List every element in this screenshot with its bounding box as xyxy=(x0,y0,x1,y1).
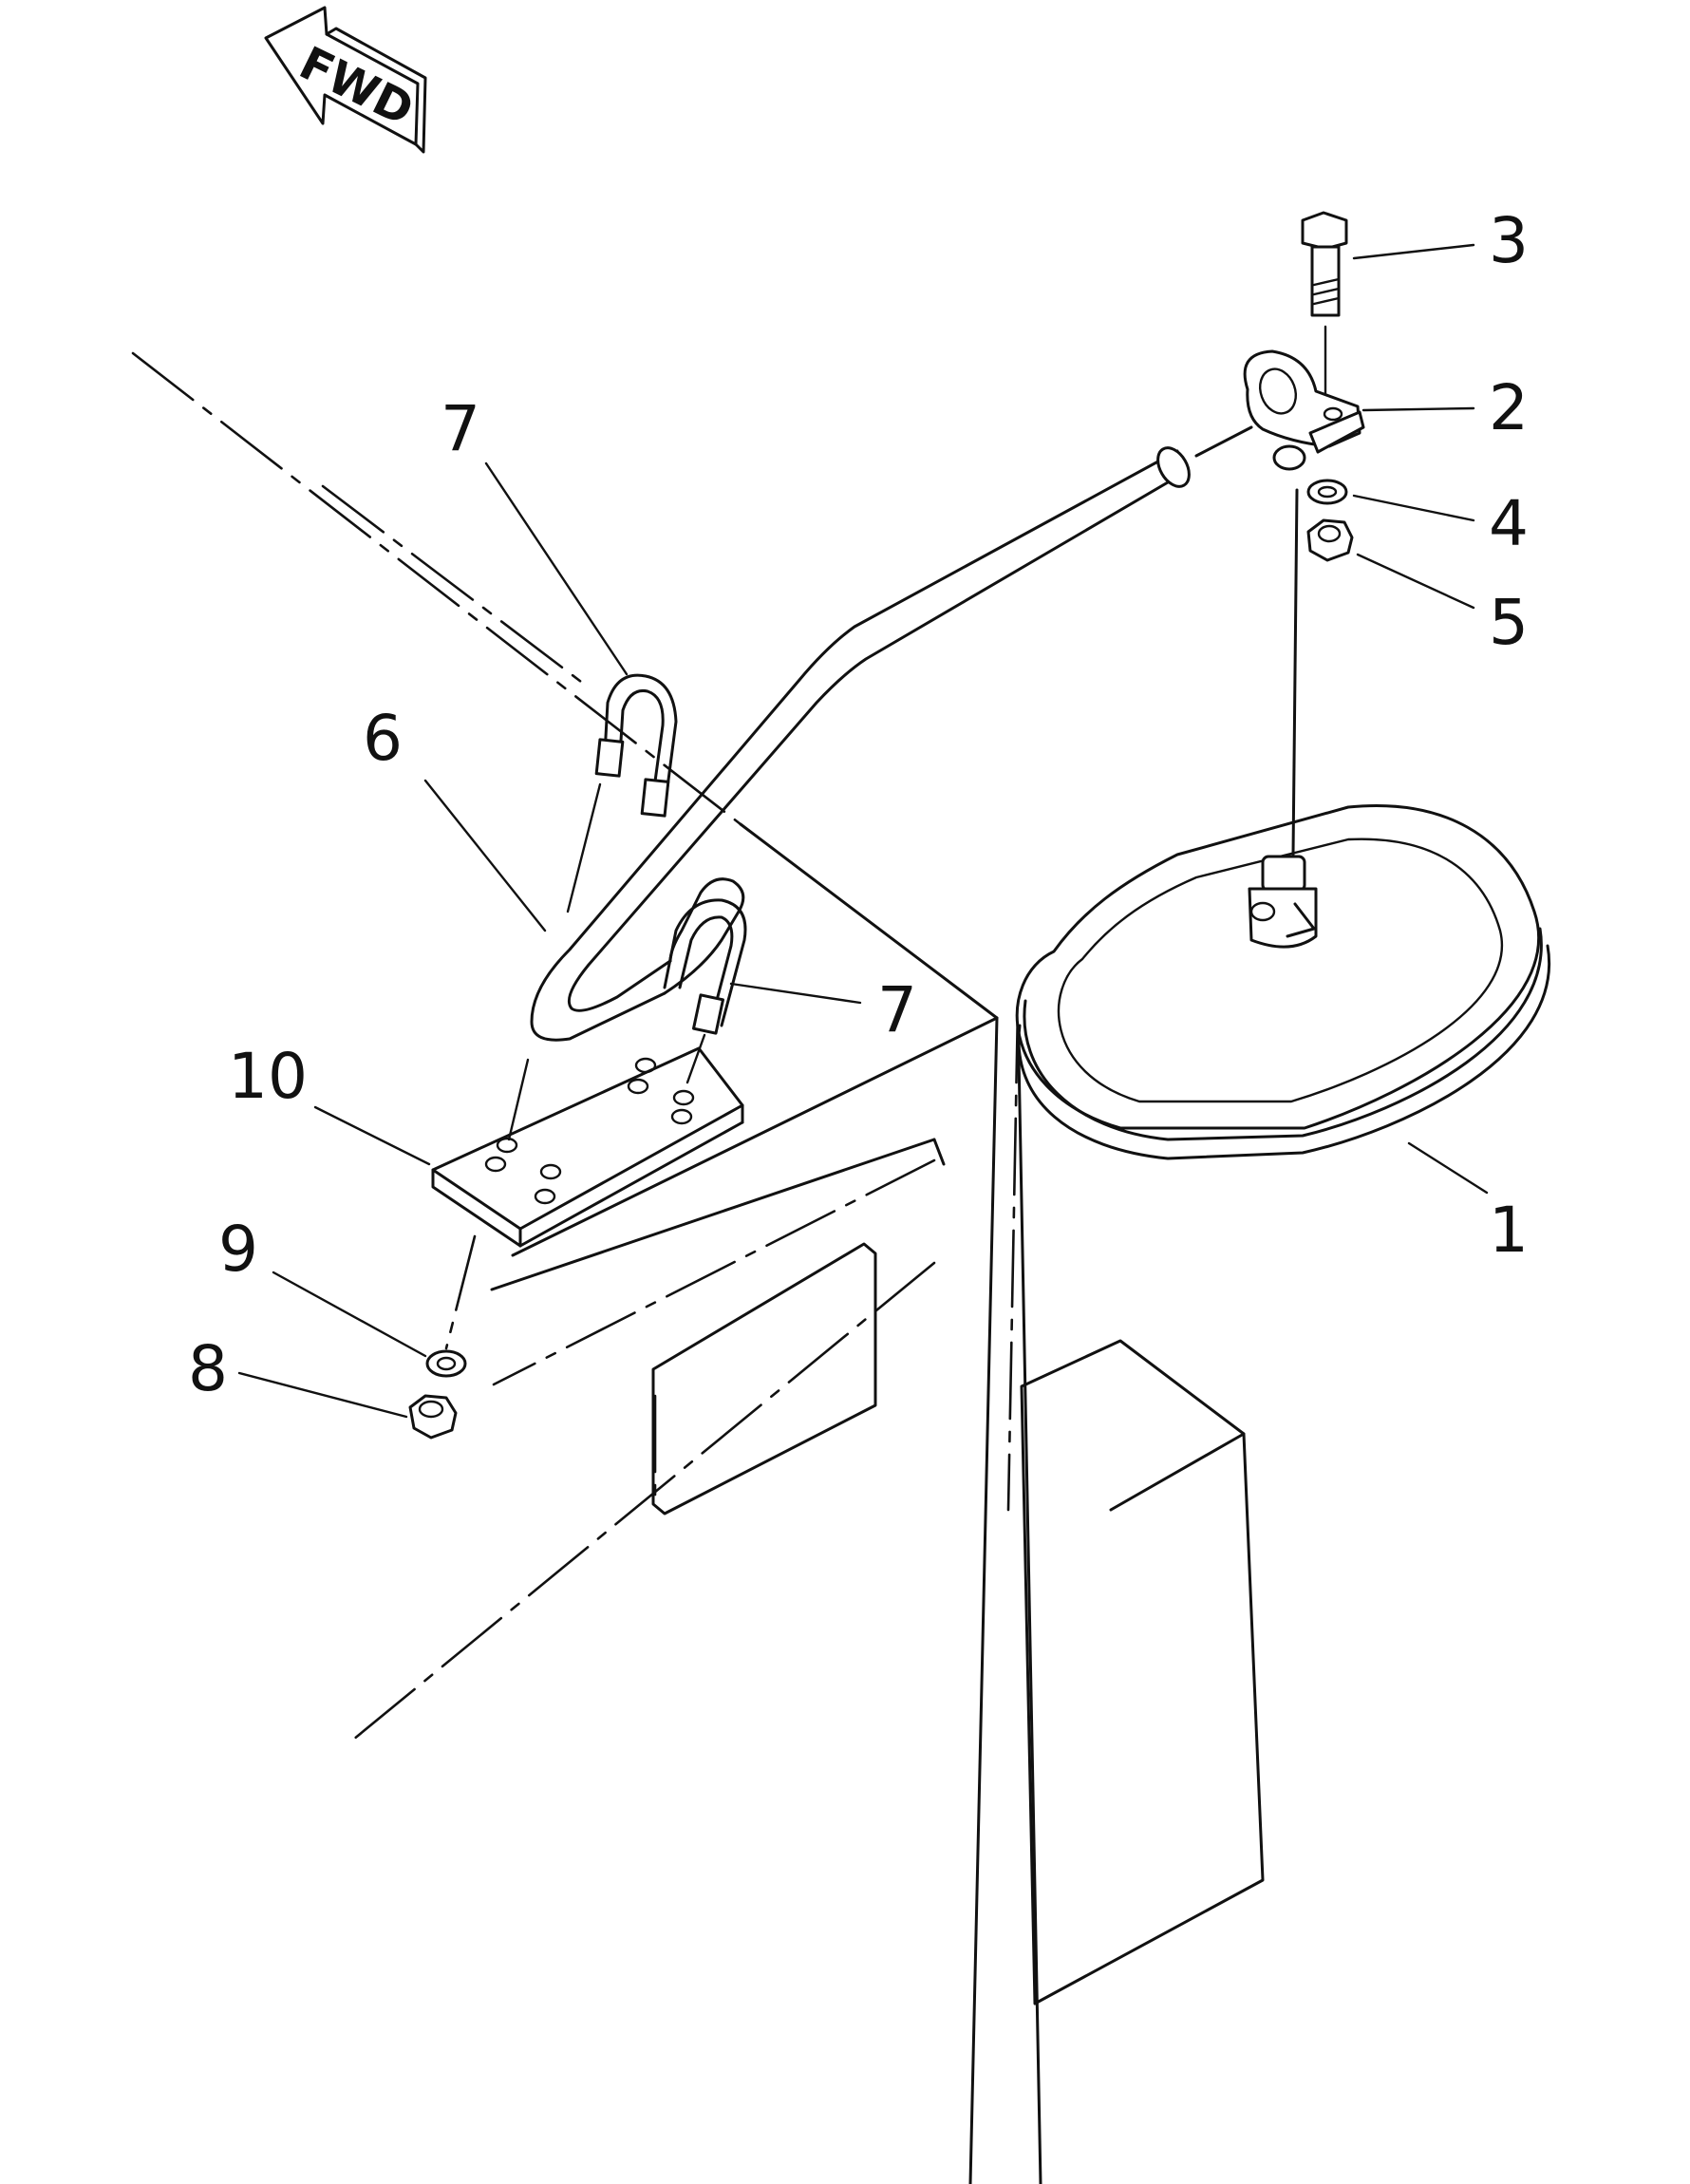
bolt xyxy=(1301,211,1348,317)
callout-7-lower: 7 xyxy=(877,973,917,1046)
clamp xyxy=(1243,349,1365,471)
u-bolt-upper xyxy=(594,673,678,818)
mirror-stay xyxy=(530,425,1253,1042)
callout-7-upper: 7 xyxy=(441,392,480,465)
callout-9: 9 xyxy=(218,1213,258,1286)
washer-upper xyxy=(1306,479,1348,505)
fwd-arrow-icon: FWD xyxy=(264,6,427,154)
callout-3: 3 xyxy=(1489,204,1529,277)
callout-2: 2 xyxy=(1489,371,1529,444)
cab-body xyxy=(131,351,1265,2184)
nut-upper xyxy=(1306,518,1354,562)
washer-lower xyxy=(425,1349,467,1378)
callout-5: 5 xyxy=(1489,586,1529,659)
nut-lower xyxy=(408,1394,458,1440)
u-bolt-lower xyxy=(663,898,747,1035)
callout-6: 6 xyxy=(363,702,403,775)
callout-4: 4 xyxy=(1489,487,1529,560)
plate xyxy=(431,1046,744,1248)
leader-lines xyxy=(237,243,1489,1419)
callout-1: 1 xyxy=(1489,1194,1529,1267)
callout-labels: 1 2 3 4 5 6 7 7 8 9 10 xyxy=(188,204,1529,1405)
mirror xyxy=(1015,804,1551,1160)
callout-10: 10 xyxy=(228,1040,308,1113)
callout-8: 8 xyxy=(188,1332,228,1405)
